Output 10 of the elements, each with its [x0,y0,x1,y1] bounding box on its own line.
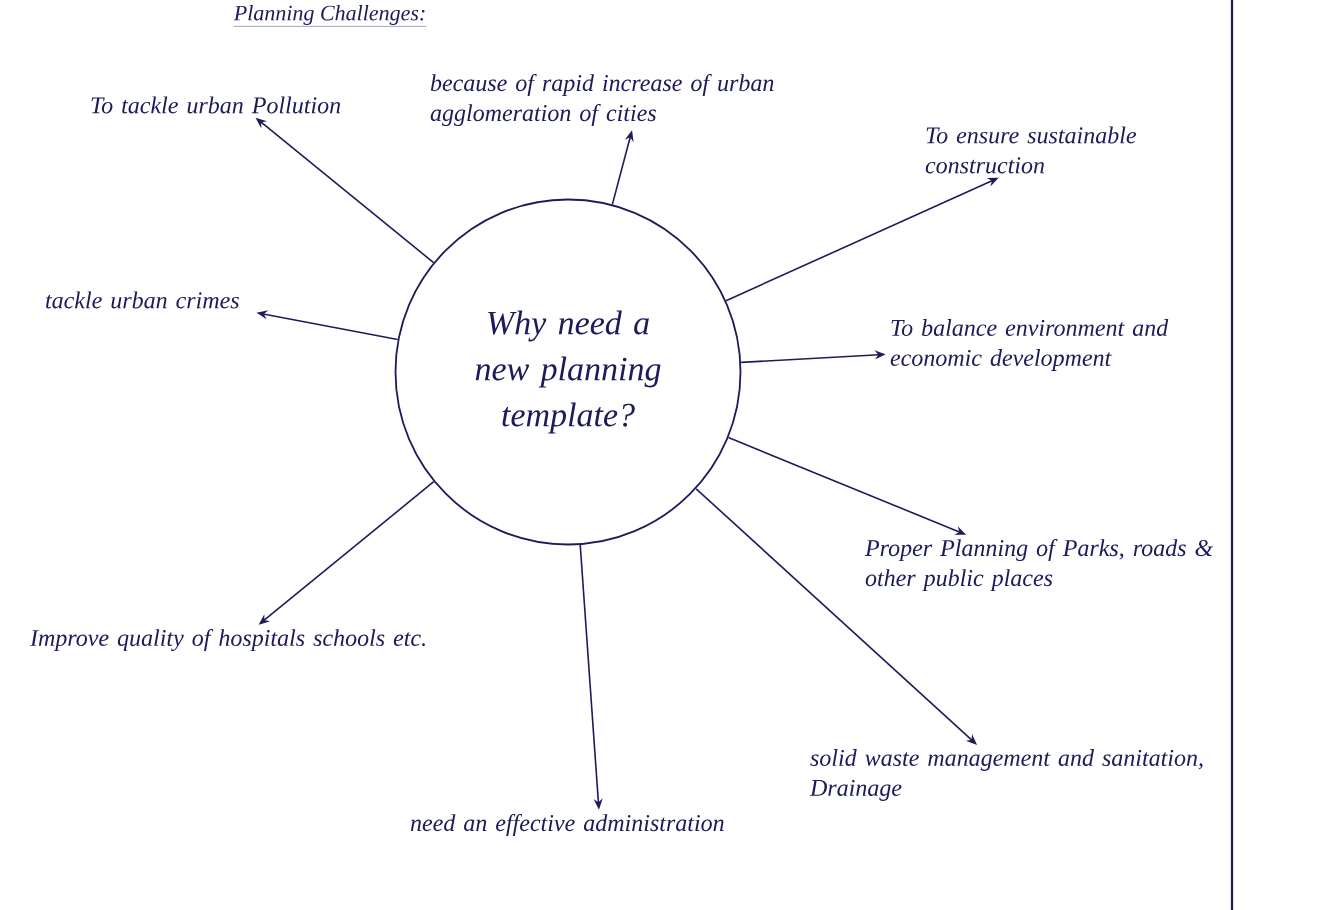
note-text: tackle urban crimes [46,291,239,309]
note-text: To ensure sustainable construction [925,126,1136,174]
note-text: To tackle urban Pollution [91,96,341,114]
title-text: Planning Challenges: [233,5,427,27]
note-text: need an effective administration [410,814,724,836]
note-text: because of rapid increase of urban agglomeration of cities [430,74,774,126]
note-text: To balance environment and economic development [890,319,1169,371]
note-text: Proper Planning of Parks, roads & other public places [864,539,1214,591]
note-text: solid waste management and sanitation, Drainage [809,749,1203,801]
note-text: Improve quality of hospitals schools etc. [29,628,425,652]
